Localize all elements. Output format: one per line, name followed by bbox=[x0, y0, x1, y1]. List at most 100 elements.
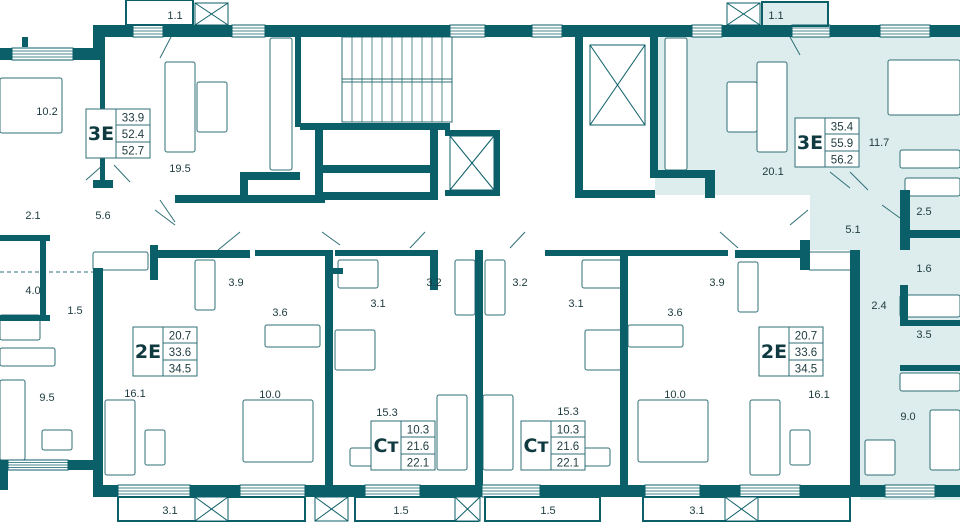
apartment-type: 3E bbox=[797, 132, 823, 154]
shaft-box bbox=[194, 2, 229, 26]
wall bbox=[255, 250, 325, 256]
wall bbox=[850, 250, 860, 490]
room-area: 2.1 bbox=[25, 210, 40, 222]
window bbox=[7, 459, 69, 471]
door-swing bbox=[154, 209, 176, 226]
window bbox=[364, 484, 421, 498]
wall bbox=[494, 130, 500, 196]
apartment-type: 2E bbox=[761, 341, 787, 363]
balcony bbox=[761, 1, 829, 27]
window bbox=[884, 484, 936, 498]
room-area: 3.5 bbox=[916, 329, 931, 341]
furniture-item bbox=[92, 251, 149, 271]
wall bbox=[305, 485, 325, 497]
wall bbox=[650, 37, 658, 172]
room-area: 5.6 bbox=[95, 210, 110, 222]
door-swing bbox=[789, 36, 801, 56]
wall bbox=[315, 192, 435, 200]
furniture-item bbox=[164, 61, 196, 153]
balcony bbox=[484, 496, 601, 522]
room-area: 1.5 bbox=[67, 305, 82, 317]
room-area: 1.1 bbox=[167, 10, 182, 22]
room-area: 9.5 bbox=[39, 392, 54, 404]
shaft-box bbox=[314, 496, 349, 522]
apartment-area-value: 10.3 bbox=[407, 425, 429, 437]
room-area: 3.6 bbox=[272, 307, 287, 319]
wall bbox=[240, 172, 300, 180]
wall bbox=[900, 320, 960, 326]
apartment-area-value: 21.6 bbox=[407, 441, 429, 453]
room-area: 19.5 bbox=[169, 163, 190, 175]
wall bbox=[800, 485, 850, 497]
wall bbox=[192, 25, 232, 37]
room-area: 10.0 bbox=[664, 389, 685, 401]
wall bbox=[240, 172, 248, 197]
room-area: 15.3 bbox=[557, 406, 578, 418]
furniture-item bbox=[584, 329, 626, 371]
badge-frame bbox=[132, 326, 198, 377]
highlight-balcony-fill bbox=[762, 2, 828, 26]
apartment-area-value: 21.6 bbox=[557, 441, 579, 453]
furniture-item bbox=[242, 399, 314, 463]
apartment-type: 3E bbox=[88, 123, 114, 145]
wall bbox=[628, 250, 728, 256]
wall bbox=[705, 172, 715, 198]
wall bbox=[475, 250, 483, 490]
room-area: 3.9 bbox=[709, 277, 724, 289]
furniture-item bbox=[756, 61, 788, 153]
furniture-item bbox=[144, 429, 166, 466]
room-area: 3.9 bbox=[228, 277, 243, 289]
apartment-area-value: 22.1 bbox=[407, 458, 429, 470]
apartment-type: Ст bbox=[524, 435, 549, 457]
wall bbox=[150, 250, 158, 280]
room-area: 4.0 bbox=[25, 285, 40, 297]
room-area: 3.1 bbox=[162, 505, 177, 517]
shaft-box bbox=[194, 496, 229, 522]
wall bbox=[430, 130, 438, 200]
window bbox=[132, 24, 164, 38]
wall bbox=[0, 460, 8, 490]
furniture-item bbox=[864, 439, 896, 476]
window bbox=[739, 484, 801, 498]
furniture-item bbox=[104, 399, 136, 476]
window bbox=[239, 484, 306, 498]
room-area: 1.5 bbox=[393, 505, 408, 517]
wall bbox=[0, 235, 50, 241]
wall bbox=[900, 365, 960, 371]
furniture-item bbox=[807, 251, 854, 271]
wall bbox=[93, 180, 113, 188]
furniture-item bbox=[899, 149, 960, 169]
room-area: 3.1 bbox=[568, 298, 583, 310]
door-swing bbox=[881, 204, 901, 219]
wall bbox=[325, 250, 333, 490]
furniture-item bbox=[929, 409, 960, 471]
window bbox=[791, 24, 831, 38]
furniture-item bbox=[789, 429, 811, 466]
furniture-item bbox=[334, 329, 376, 371]
wall bbox=[540, 485, 600, 497]
room-area: 3.2 bbox=[512, 277, 527, 289]
wall bbox=[430, 250, 438, 290]
furniture-item bbox=[0, 347, 56, 367]
wall bbox=[315, 125, 323, 200]
apartment-area-value: 33.6 bbox=[795, 347, 817, 359]
wall bbox=[22, 37, 28, 47]
room-area: 2.4 bbox=[871, 300, 886, 312]
highlighted-apartment-area[interactable] bbox=[655, 2, 960, 500]
furniture-item bbox=[887, 59, 960, 116]
wall bbox=[900, 230, 960, 238]
window bbox=[231, 24, 266, 38]
room-area: 1.1 bbox=[768, 10, 783, 22]
window bbox=[644, 484, 701, 498]
furniture-item bbox=[581, 259, 623, 289]
apartment-type: 2E bbox=[135, 341, 161, 363]
shaft-box bbox=[449, 135, 495, 191]
room-area: 9.0 bbox=[900, 411, 915, 423]
